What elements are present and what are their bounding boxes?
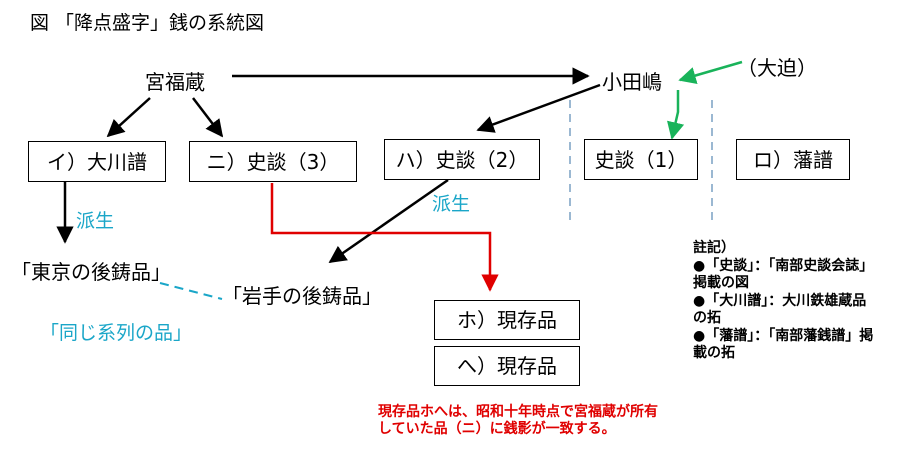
box-genzon-he: へ）現存品 xyxy=(434,346,580,386)
label-hasei-left: 派生 xyxy=(76,210,115,232)
label-hasei-mid: 派生 xyxy=(432,193,471,215)
node-miyafukuzo: 宮福蔵 xyxy=(145,70,205,94)
notes-block: 註記） ●「史談」：「南部史談会誌」 掲載の図 ●「大川譜」：大川鉄雄蔵品 の拓… xyxy=(693,240,873,363)
box-shidan2: ハ）史談（2） xyxy=(384,139,540,180)
notes-line: の拓 xyxy=(693,310,721,326)
node-odajima: 小田嶋 xyxy=(602,70,662,94)
arrow-osako-to-odajima xyxy=(678,60,743,85)
arrow-odajima-to-shidan2 xyxy=(476,83,601,133)
notes-line: ●「大川譜」：大川鉄雄蔵品 xyxy=(693,292,867,309)
arrow-shidan2-to-iwate xyxy=(328,178,449,264)
arrow-odajima-to-shidan1 xyxy=(667,90,685,140)
red-annotation: 現存品ホへは、昭和十年時点で宮福蔵が所有していた品（ニ）に銭影が一致する。 xyxy=(378,404,658,437)
arrow-miyafukuzo-to-okawa xyxy=(106,97,151,138)
box-shidan1: 史談（1） xyxy=(584,139,698,180)
dashed-link-tokyo-iwate xyxy=(159,282,223,300)
node-tokyo: 「東京の後鋳品」 xyxy=(11,260,171,284)
notes-line: 掲載の図 xyxy=(693,275,749,291)
notes-line: 載の拓 xyxy=(693,345,735,361)
arrow-miyafukuzo-to-shidan3 xyxy=(192,97,224,138)
box-hanpu: ロ）藩譜 xyxy=(736,139,850,180)
box-shidan3: ニ）史談（3） xyxy=(189,141,357,182)
notes-heading: 註記） xyxy=(693,240,735,256)
box-okawa: イ）大川譜 xyxy=(28,141,166,182)
label-same-series: 「同じ系列の品」 xyxy=(40,322,193,344)
notes-line: ●「藩譜」：「南部藩銭譜」掲 xyxy=(693,327,874,344)
diagram-title: 図 「降点盛字」銭の系統図 xyxy=(30,12,265,34)
arrow-shidan3-to-genzon xyxy=(270,183,499,292)
notes-line: ●「史談」：「南部史談会誌」 xyxy=(693,257,874,274)
box-genzon-ho: ホ）現存品 xyxy=(434,300,580,340)
node-osako: （大迫） xyxy=(737,56,817,80)
node-iwate: 「岩手の後鋳品」 xyxy=(222,284,382,308)
